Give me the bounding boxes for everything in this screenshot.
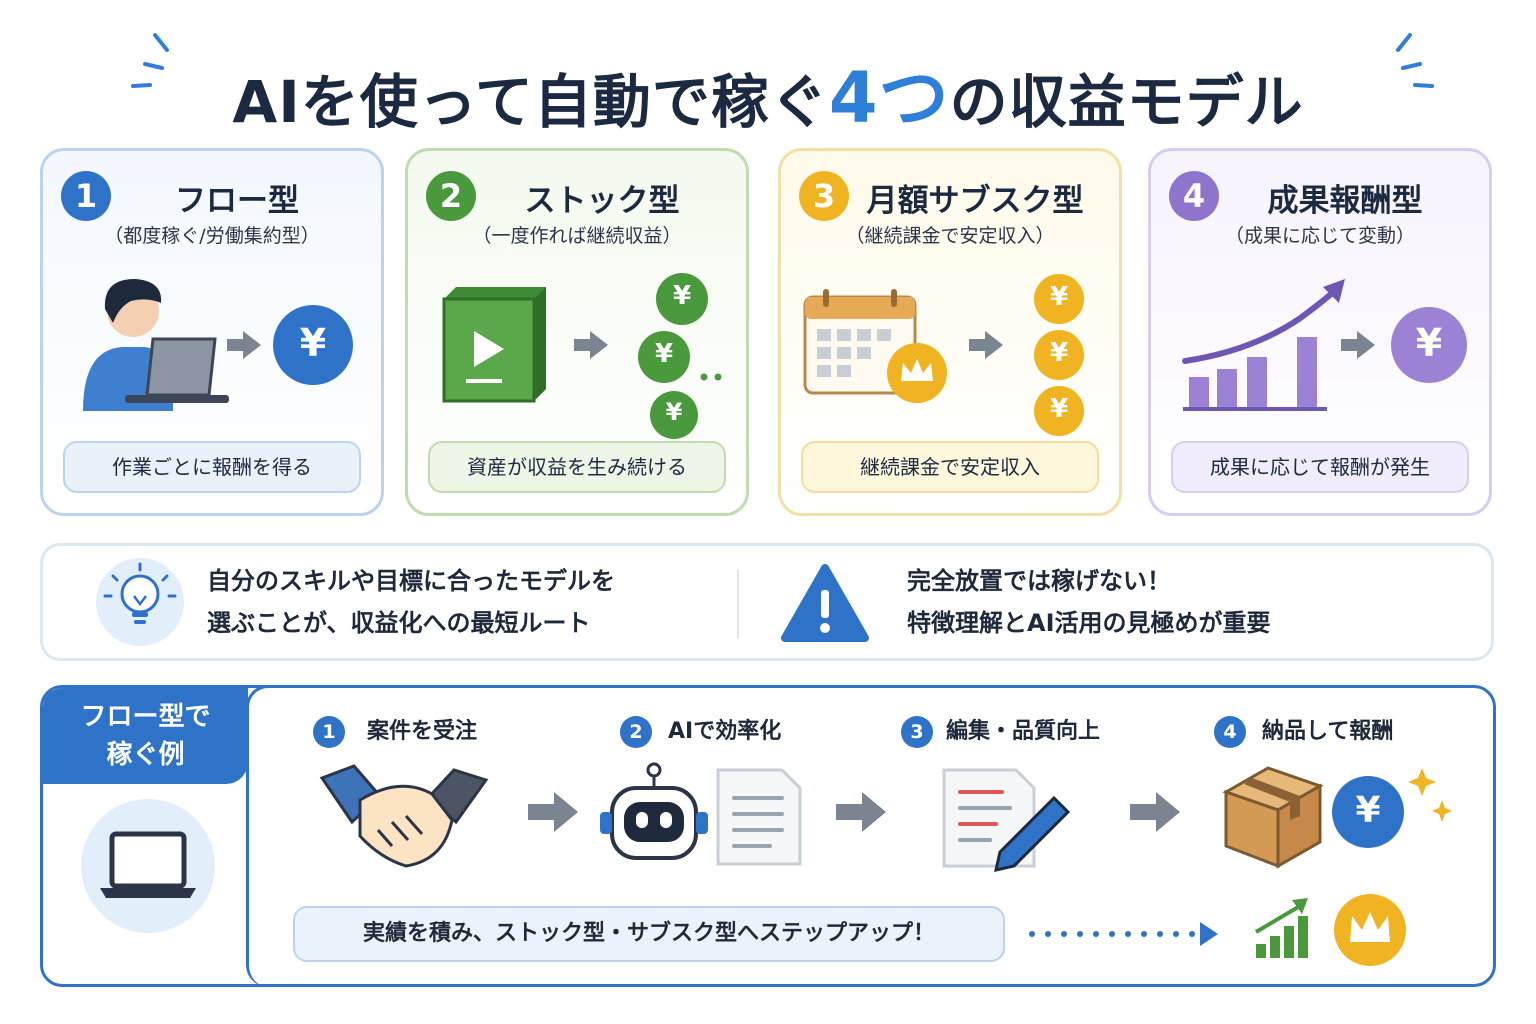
yen-symbol: ¥	[665, 398, 683, 426]
coin-icons	[638, 273, 708, 439]
coin-icons	[1034, 274, 1084, 436]
arrow-right-icon	[528, 792, 578, 832]
yen-coin-icon	[1332, 776, 1404, 848]
card-subtitle: （都度稼ぐ/労働集約型）	[104, 225, 320, 247]
tip-warning: 完全放置では稼げない！ 特徴理解とAI活用の見極めが重要	[907, 560, 1271, 644]
example-label-line1: フロー型で	[80, 702, 211, 732]
step-label: AIで効率化	[668, 719, 782, 744]
card-pill: 資産が収益を生み続ける	[428, 441, 726, 493]
edit-document-icon	[942, 768, 1071, 872]
card-title: ストック型	[524, 183, 680, 219]
card-title: 月額サブスク型	[866, 183, 1084, 219]
tips-divider	[737, 570, 739, 638]
yen-symbol: ¥	[1049, 338, 1069, 368]
step-number: 1	[313, 716, 345, 748]
growth-chart-icon	[1254, 898, 1308, 958]
trend-arrow-icon	[1182, 279, 1345, 364]
example-steps-area	[246, 688, 1493, 984]
tip-warning-line2: 特徴理解とAI活用の見極めが重要	[907, 609, 1271, 637]
arrow-right-icon	[1130, 792, 1180, 832]
arrow-right-icon	[836, 792, 886, 832]
arrow-right-icon	[574, 331, 608, 359]
page-title: AIを使って自動で稼ぐ4つの収益モデル	[0, 42, 1536, 143]
yen-coin-icon	[273, 305, 353, 385]
more-dots-icon	[700, 373, 722, 381]
yen-symbol: ¥	[1415, 321, 1443, 365]
title-tail: の収益モデル	[949, 68, 1304, 136]
growth-chart-yen-illustration	[1182, 279, 1467, 411]
package-box-icon	[1222, 766, 1324, 869]
laptop-icon	[81, 799, 215, 933]
example-label: フロー型で 稼ぐ例	[43, 688, 248, 784]
yen-symbol: ¥	[1049, 282, 1069, 312]
card-pill: 作業ごとに報酬を得る	[63, 441, 361, 493]
step-label: 案件を受注	[367, 719, 478, 744]
card-performance: ¥ 4 成果報酬型 （成果に応じて変動） 成果に応じて報酬が発生	[1148, 148, 1492, 516]
step-number: 2	[620, 716, 652, 748]
step-number: 3	[901, 716, 933, 748]
video-box-coins-illustration	[442, 273, 722, 439]
tip-advice-line2: 選ぶことが、収益化への最短ルート	[207, 609, 591, 637]
arrow-right-icon	[1341, 331, 1375, 359]
crown-badge-icon	[887, 343, 947, 403]
card-flow: 1 フロー型 （都度稼ぐ/労働集約型） ¥ 作業ごとに報酬を得る	[40, 148, 384, 516]
arrow-right-icon	[227, 331, 261, 359]
step-label: 納品して報酬	[1262, 719, 1394, 744]
yen-coin-icon	[1391, 307, 1467, 383]
step-number: 4	[1214, 716, 1246, 748]
card-subtitle: （成果に応じて変動）	[1224, 225, 1415, 247]
crown-badge-icon	[1334, 894, 1406, 966]
card-title: 成果報酬型	[1267, 183, 1423, 219]
stepup-banner: 実績を積み、ストック型・サブスク型へステップアップ！	[293, 906, 1005, 962]
yen-symbol: ¥	[299, 321, 327, 365]
example-label-line2: 稼ぐ例	[106, 740, 185, 770]
card-number: 1	[61, 171, 111, 221]
calendar-crown-coins-illustration	[803, 274, 1084, 436]
dotted-arrow-icon	[1029, 922, 1218, 946]
laptop-icon	[125, 337, 229, 403]
card-pill: 継続課金で安定収入	[801, 441, 1099, 493]
video-box-icon	[442, 287, 546, 403]
step-label: 編集・品質向上	[946, 719, 1101, 744]
card-number: 3	[799, 171, 849, 221]
title-accent: 4つ	[828, 57, 950, 139]
document-icon	[716, 768, 802, 866]
card-number: 2	[426, 171, 476, 221]
card-stock: ¥ ¥ ¥ 2 ストック型 （一度作れば継続収益） 資産が収益を生み続ける	[405, 148, 749, 516]
card-subtitle: （一度作れば継続収益）	[472, 225, 682, 247]
yen-symbol: ¥	[1049, 394, 1069, 424]
robot-icon	[600, 762, 708, 860]
tip-advice-line1: 自分のスキルや目標に合ったモデルを	[207, 567, 615, 595]
yen-symbol: ¥	[1355, 790, 1381, 831]
growth-bars-icon	[1183, 337, 1327, 411]
card-pill: 成果に応じて報酬が発生	[1171, 441, 1469, 493]
card-subscription: ¥ ¥ ¥ 3 月額サブスク型 （継続課金で安定収入） 継続課金で安定収入	[778, 148, 1122, 516]
tips-icons	[96, 558, 869, 646]
tip-warning-line1: 完全放置では稼げない！	[907, 567, 1171, 595]
handshake-icon	[319, 764, 489, 868]
lightbulb-icon	[96, 558, 184, 646]
card-subtitle: （継続課金で安定収入）	[845, 225, 1055, 247]
yen-symbol: ¥	[672, 281, 692, 311]
title-sparkle-icons	[131, 33, 1434, 88]
arrow-right-icon	[969, 331, 1003, 359]
person-laptop-yen-illustration	[83, 279, 353, 411]
yen-symbol: ¥	[654, 339, 674, 369]
warning-icon	[781, 564, 869, 642]
sparkle-icon	[1408, 768, 1452, 822]
card-number: 4	[1169, 171, 1219, 221]
tips-panel: 自分のスキルや目標に合ったモデルを 選ぶことが、収益化への最短ルート 完全放置で…	[40, 543, 1494, 661]
title-main: AIを使って自動で稼ぐ	[232, 68, 829, 136]
tip-advice: 自分のスキルや目標に合ったモデルを 選ぶことが、収益化への最短ルート	[207, 560, 615, 644]
card-title: フロー型	[175, 183, 299, 219]
